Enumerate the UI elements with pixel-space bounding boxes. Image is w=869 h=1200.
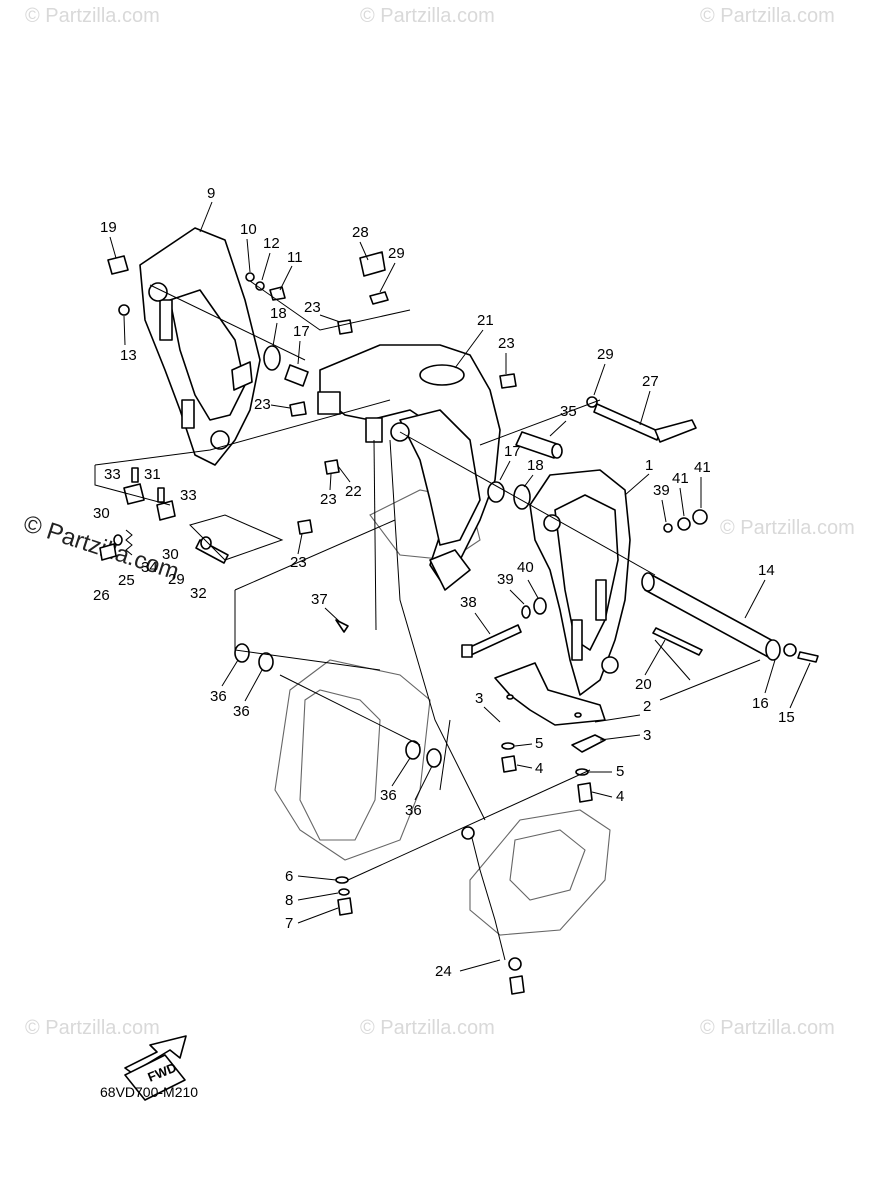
callout-39-mid: 39	[497, 571, 514, 588]
callout-18-right: 18	[527, 457, 544, 474]
callout-29-top: 29	[388, 245, 405, 262]
callout-31: 31	[144, 466, 161, 483]
callout-4-right: 4	[616, 788, 624, 805]
watermark-mid-right: © Partzilla.com	[720, 517, 855, 539]
watermark-top-left: © Partzilla.com	[25, 5, 160, 27]
callout-5-left: 5	[535, 735, 543, 752]
callout-34: 34	[141, 559, 158, 576]
watermark-top-right: © Partzilla.com	[700, 5, 835, 27]
callout-25: 25	[118, 572, 135, 589]
callout-33-left: 33	[104, 466, 121, 483]
callout-36-a: 36	[210, 688, 227, 705]
callout-12: 12	[263, 235, 280, 252]
bolt-38	[461, 597, 547, 658]
callout-36-b: 36	[233, 703, 250, 720]
callout-41-a: 41	[672, 470, 689, 487]
callout-10: 10	[240, 221, 257, 238]
callout-5-right: 5	[616, 763, 624, 780]
callout-8: 8	[285, 892, 293, 909]
callout-27: 27	[642, 373, 659, 390]
callout-labels: 9 19 10 12 11 13 18 17 23 28 29 21 23 23…	[93, 185, 795, 980]
callout-23-c: 23	[254, 396, 271, 413]
leader-lines	[109, 201, 811, 972]
watermark-top-center: © Partzilla.com	[360, 5, 495, 27]
tilt-pin	[586, 396, 697, 443]
callout-23-a: 23	[304, 299, 321, 316]
callout-6: 6	[285, 868, 293, 885]
callout-20: 20	[635, 676, 652, 693]
callout-24: 24	[435, 963, 452, 980]
clamp-bracket-right	[529, 469, 631, 696]
callout-2: 2	[643, 698, 651, 715]
callout-14: 14	[758, 562, 775, 579]
callout-26: 26	[93, 587, 110, 604]
watermark-bottom-center: © Partzilla.com	[360, 1017, 495, 1039]
callout-37: 37	[311, 591, 328, 608]
callout-4-left: 4	[535, 760, 543, 777]
callout-29-left: 29	[168, 571, 185, 588]
callout-23-b: 23	[498, 335, 515, 352]
bushings	[263, 345, 531, 510]
callout-30-right: 30	[162, 546, 179, 563]
callout-15: 15	[778, 709, 795, 726]
callout-22: 22	[345, 483, 362, 500]
callout-16: 16	[752, 695, 769, 712]
ground-lead	[389, 439, 522, 971]
watermark-bottom-right: © Partzilla.com	[700, 1017, 835, 1039]
callout-41-b: 41	[694, 459, 711, 476]
callout-30-left: 30	[93, 505, 110, 522]
callout-21: 21	[477, 312, 494, 329]
assembly-lines	[94, 280, 761, 881]
hardware-bolts	[99, 251, 708, 995]
callout-23-d: 23	[320, 491, 337, 508]
callout-1: 1	[645, 457, 653, 474]
callout-36-d: 36	[405, 802, 422, 819]
callout-29-right: 29	[597, 346, 614, 363]
callout-28: 28	[352, 224, 369, 241]
watermark-bottom-left: © Partzilla.com	[25, 1017, 160, 1039]
callout-17-left: 17	[293, 323, 310, 340]
callout-9: 9	[207, 185, 215, 202]
callout-39-top: 39	[653, 482, 670, 499]
callout-23-e: 23	[290, 554, 307, 571]
callout-3-top: 3	[475, 690, 483, 707]
callout-17-right: 17	[504, 443, 521, 460]
callout-3-right: 3	[643, 727, 651, 744]
callout-32: 32	[190, 585, 207, 602]
callout-13: 13	[120, 347, 137, 364]
callout-11: 11	[287, 249, 303, 266]
callout-18-left: 18	[270, 305, 287, 322]
callout-7: 7	[285, 915, 293, 932]
sleeve	[515, 431, 563, 459]
tilt-tube	[641, 572, 819, 663]
callout-33-right: 33	[180, 487, 197, 504]
callout-36-c: 36	[380, 787, 397, 804]
callout-40: 40	[517, 559, 534, 576]
clamp-bracket-left	[139, 227, 261, 466]
callout-38: 38	[460, 594, 477, 611]
callout-35: 35	[560, 403, 577, 420]
callout-19: 19	[100, 219, 117, 236]
diagram-code: 68VD700-M210	[100, 1084, 198, 1100]
fwd-arrow: FWD	[124, 1035, 187, 1101]
